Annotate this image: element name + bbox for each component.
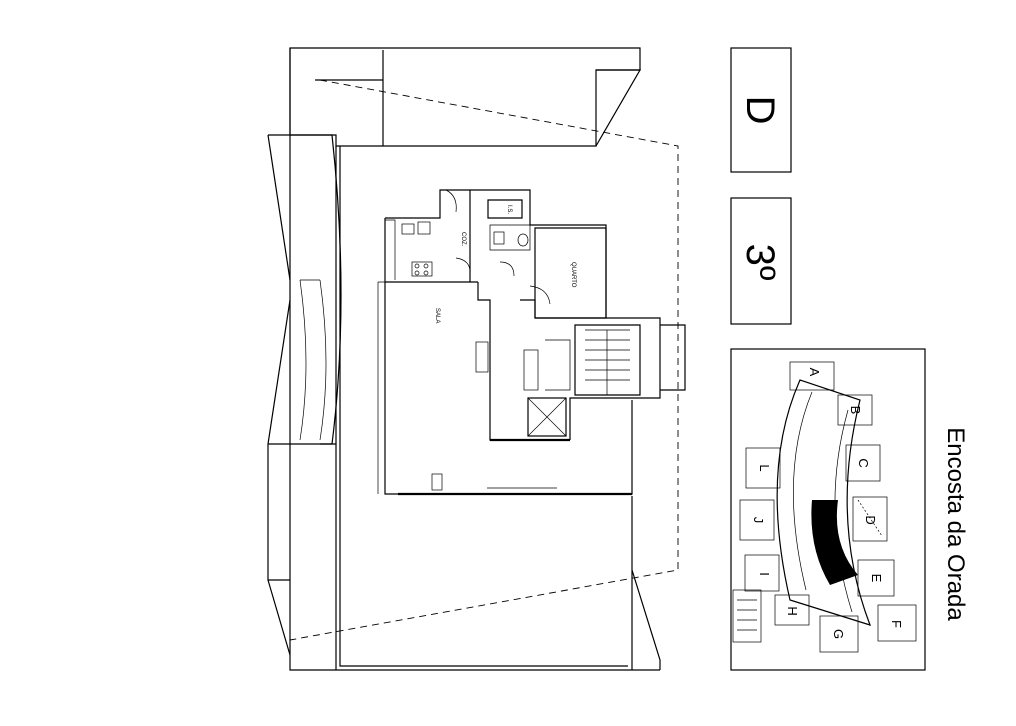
floor-number-box: 3º bbox=[730, 197, 792, 325]
floor-number: 3º bbox=[738, 244, 782, 281]
site-unit-d: D bbox=[863, 515, 878, 524]
site-unit-l: L bbox=[757, 464, 772, 471]
site-unit-f: F bbox=[889, 620, 904, 628]
room-label-bathroom: I.S. bbox=[506, 205, 512, 214]
site-unit-c: C bbox=[856, 458, 871, 467]
roof-overhang-dashed bbox=[289, 79, 679, 641]
site-unit-i: I bbox=[757, 572, 772, 576]
apartment-letter-box: D bbox=[730, 47, 792, 173]
site-unit-j: J bbox=[751, 517, 766, 524]
site-unit-a: A bbox=[807, 368, 822, 377]
terrace-outline bbox=[267, 47, 661, 671]
site-unit-g: G bbox=[831, 629, 846, 639]
site-plan-inset: A B C D E F G H I J L bbox=[730, 348, 926, 671]
room-labels: COZ. I.S. QUARTO SALA bbox=[434, 205, 576, 323]
site-unit-b: B bbox=[848, 406, 863, 415]
site-unit-e: E bbox=[869, 574, 884, 583]
site-name: Encosta da Orada bbox=[942, 427, 969, 621]
room-label-living: SALA bbox=[434, 308, 440, 323]
site-highlighted-segment bbox=[811, 500, 858, 585]
room-label-kitchen: COZ. bbox=[460, 232, 466, 247]
apartment-letter: D bbox=[738, 96, 782, 125]
room-label-bedroom: QUARTO bbox=[570, 262, 576, 288]
site-unit-blocks bbox=[732, 361, 917, 653]
site-unit-h: H bbox=[785, 606, 800, 615]
apartment-walls bbox=[377, 189, 686, 496]
